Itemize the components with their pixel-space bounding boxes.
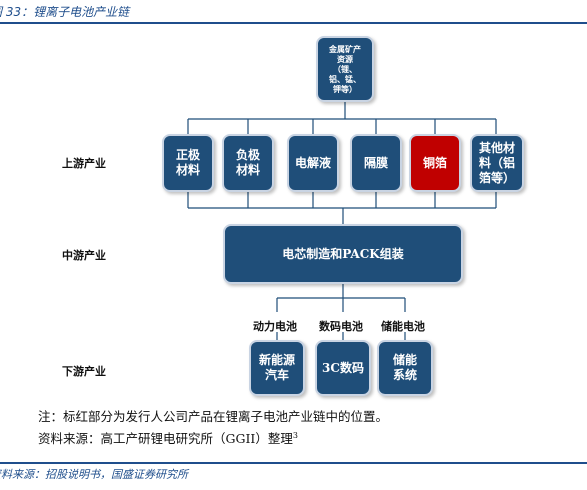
separator-box: 隔膜 <box>350 134 402 192</box>
anode-box: 负极 材料 <box>222 134 274 192</box>
ev-box: 新能源 汽车 <box>249 340 305 396</box>
digital-3c-box: 3C数码 <box>315 340 371 396</box>
storage-system-box: 储能 系统 <box>377 340 433 396</box>
electrolyte-box: 电解液 <box>287 134 339 192</box>
cathode-box: 正极 材料 <box>162 134 214 192</box>
storage-battery-label: 储能电池 <box>381 320 425 333</box>
downstream-label: 下游产业 <box>62 365 106 378</box>
inner-source-superscript: 3 <box>292 430 298 440</box>
power-battery-label: 动力电池 <box>253 320 297 333</box>
midstream-label: 中游产业 <box>62 249 106 262</box>
figure-caption: 图 33：锂离子电池产业链 <box>0 0 587 24</box>
digital-battery-label: 数码电池 <box>319 320 363 333</box>
metal-resources-box: 金属矿产 资源 （锂、 铝、锰、 钾等） <box>316 36 374 102</box>
source-footer: 资料来源：招股说明书，国盛证券研究所 <box>0 462 587 490</box>
upstream-label: 上游产业 <box>62 157 106 170</box>
copper-foil-box: 铜箔 <box>409 134 461 192</box>
connector-lines <box>187 101 497 340</box>
other-materials-box: 其他材 料（铝 箔等） <box>470 134 524 192</box>
industry-chain-diagram: 金属矿产 资源 （锂、 铝、锰、 钾等） 上游产业 正极 材料 负极 材料 电解… <box>0 26 587 460</box>
inner-source-note: 资料来源：高工产研锂电研究所（GGII）整理3 <box>38 428 298 447</box>
inner-source-text: 资料来源：高工产研锂电研究所（GGII）整理 <box>38 431 293 446</box>
cell-pack-box: 电芯制造和PACK组装 <box>223 224 463 284</box>
red-highlight-note: 注：标红部分为发行人公司产品在锂离子电池产业链中的位置。 <box>38 409 389 424</box>
